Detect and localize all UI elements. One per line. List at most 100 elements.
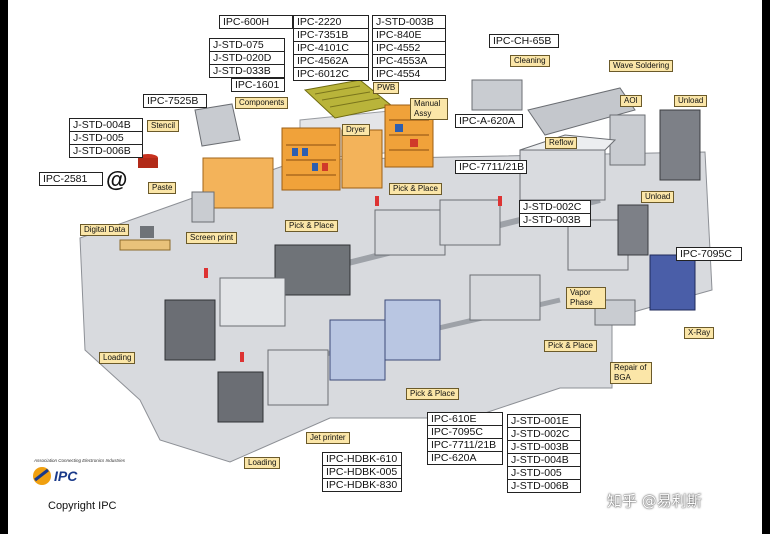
standard-code: IPC-2581 (43, 173, 88, 185)
ipc-tagline: Association Connecting Electronics Indus… (33, 458, 126, 463)
label-xray: X-Ray (684, 327, 715, 339)
standard-code: IPC-4552 (373, 42, 445, 55)
standard-code: IPC-620A (431, 452, 477, 464)
label-pick-place-1: Pick & Place (389, 183, 442, 195)
label-repair-bga: Repair of BGA (610, 362, 652, 384)
pick-place-lower (469, 274, 541, 321)
standard-code: J-STD-003B (508, 441, 580, 454)
std-box-ipc7525b: IPC-7525B (143, 94, 207, 108)
label-loading-1: Loading (99, 352, 136, 364)
standard-code: IPC-1601 (235, 79, 280, 91)
std-box-ipca620a: IPC-A-620A (455, 114, 523, 128)
label-cleaning: Cleaning (510, 55, 550, 67)
pick-place-blue-2 (384, 299, 441, 361)
standard-code: IPC-4554 (376, 68, 421, 80)
std-box-ipc2581: IPC-2581 (39, 172, 103, 186)
pick-place-machine-1 (374, 209, 446, 256)
loading-machine-2 (217, 371, 264, 423)
standard-code: IPC-7095C (428, 426, 502, 439)
std-box-ipc7095c: IPC-7095C (676, 247, 742, 261)
copyright-text: Copyright IPC (48, 500, 117, 512)
paste-cabinet (191, 191, 215, 223)
standard-code: IPC-A-620A (459, 115, 516, 127)
label-pick-place-4: Pick & Place (406, 388, 459, 400)
label-pick-place-3: Pick & Place (544, 340, 597, 352)
standard-code: IPC-2220 (294, 16, 368, 29)
standard-code: IPC-HDBK-610 (323, 453, 401, 466)
label-stencil: Stencil (147, 120, 180, 132)
standard-code: IPC-7351B (294, 29, 368, 42)
label-pick-place-2: Pick & Place (285, 220, 338, 232)
standard-code: J-STD-001E (508, 415, 580, 428)
label-aoi: AOI (620, 95, 642, 107)
standard-code: IPC-840E (373, 29, 445, 42)
signal-lights (204, 196, 502, 362)
standard-code: IPC-HDBK-830 (326, 479, 398, 491)
pick-place-machine-2 (439, 199, 501, 246)
standard-code: J-STD-002C (520, 201, 590, 214)
jet-printer-machine (267, 349, 329, 406)
unload-mid-machine (617, 204, 649, 256)
label-screen-print: Screen print (186, 232, 238, 244)
standard-code: J-STD-033B (213, 65, 271, 77)
aoi-machine (609, 114, 646, 166)
standard-code: J-STD-004B (70, 119, 142, 132)
label-components: Components (235, 97, 289, 109)
reflow-oven (519, 149, 606, 201)
pick-place-blue-1 (329, 319, 386, 381)
std-box-ipc7711: IPC-7711/21B (455, 160, 527, 174)
unload-top-machine (659, 109, 701, 181)
cleaning-machine (471, 79, 523, 111)
label-paste: Paste (148, 182, 177, 194)
standard-code: J-STD-020D (210, 52, 284, 65)
std-box-ipcch65b: IPC-CH-65B (489, 34, 559, 48)
std-box-ipc1601: IPC-1601 (231, 78, 285, 92)
standard-code: IPC-610E (428, 413, 502, 426)
standard-code: IPC-7711/21B (459, 161, 525, 173)
xray-machine (649, 254, 696, 311)
stencil-shelf (202, 157, 274, 209)
standard-code: IPC-7095C (680, 248, 732, 260)
standard-code: IPC-7525B (147, 95, 199, 107)
label-reflow: Reflow (545, 137, 578, 149)
label-manual-assy: Manual Assy (410, 98, 448, 120)
standard-code: J-STD-004B (508, 454, 580, 467)
standard-code: J-STD-003B (373, 16, 445, 29)
standard-code: J-STD-002C (508, 428, 580, 441)
label-jet-printer: Jet printer (306, 432, 350, 444)
standard-code: IPC-HDBK-005 (323, 466, 401, 479)
standard-code: IPC-600H (223, 16, 270, 28)
standard-code: J-STD-005 (70, 132, 142, 145)
watermark: 知乎 @易利斯 (607, 492, 702, 510)
label-digital-data: Digital Data (80, 224, 130, 236)
standard-code: IPC-4553A (373, 55, 445, 68)
wave-soldering-machine (527, 87, 636, 136)
dryer-shelf (341, 129, 383, 189)
stencil-frame (194, 103, 241, 147)
label-loading-2: Loading (244, 457, 281, 469)
std-box-ipc600h: IPC-600H (219, 15, 293, 29)
standard-code: J-STD-006B (73, 145, 131, 157)
components-shelf (281, 127, 341, 191)
label-unload-top: Unload (674, 95, 708, 107)
ipc-logo-text: IPC (54, 468, 78, 484)
standard-code: J-STD-006B (511, 480, 569, 492)
standard-code: IPC-4101C (294, 42, 368, 55)
label-dryer: Dryer (342, 124, 370, 136)
label-vapor-phase: Vapor Phase (566, 287, 606, 309)
pick-place-machine-3 (274, 244, 351, 296)
label-wave-soldering: Wave Soldering (609, 60, 674, 72)
loading-machine-1 (164, 299, 216, 361)
standard-code: IPC-7711/21B (428, 439, 502, 452)
digital-data-desk (119, 239, 171, 251)
standard-code: IPC-4562A (294, 55, 368, 68)
label-pwb: PWB (373, 82, 400, 94)
standard-code: IPC-6012C (297, 68, 349, 80)
